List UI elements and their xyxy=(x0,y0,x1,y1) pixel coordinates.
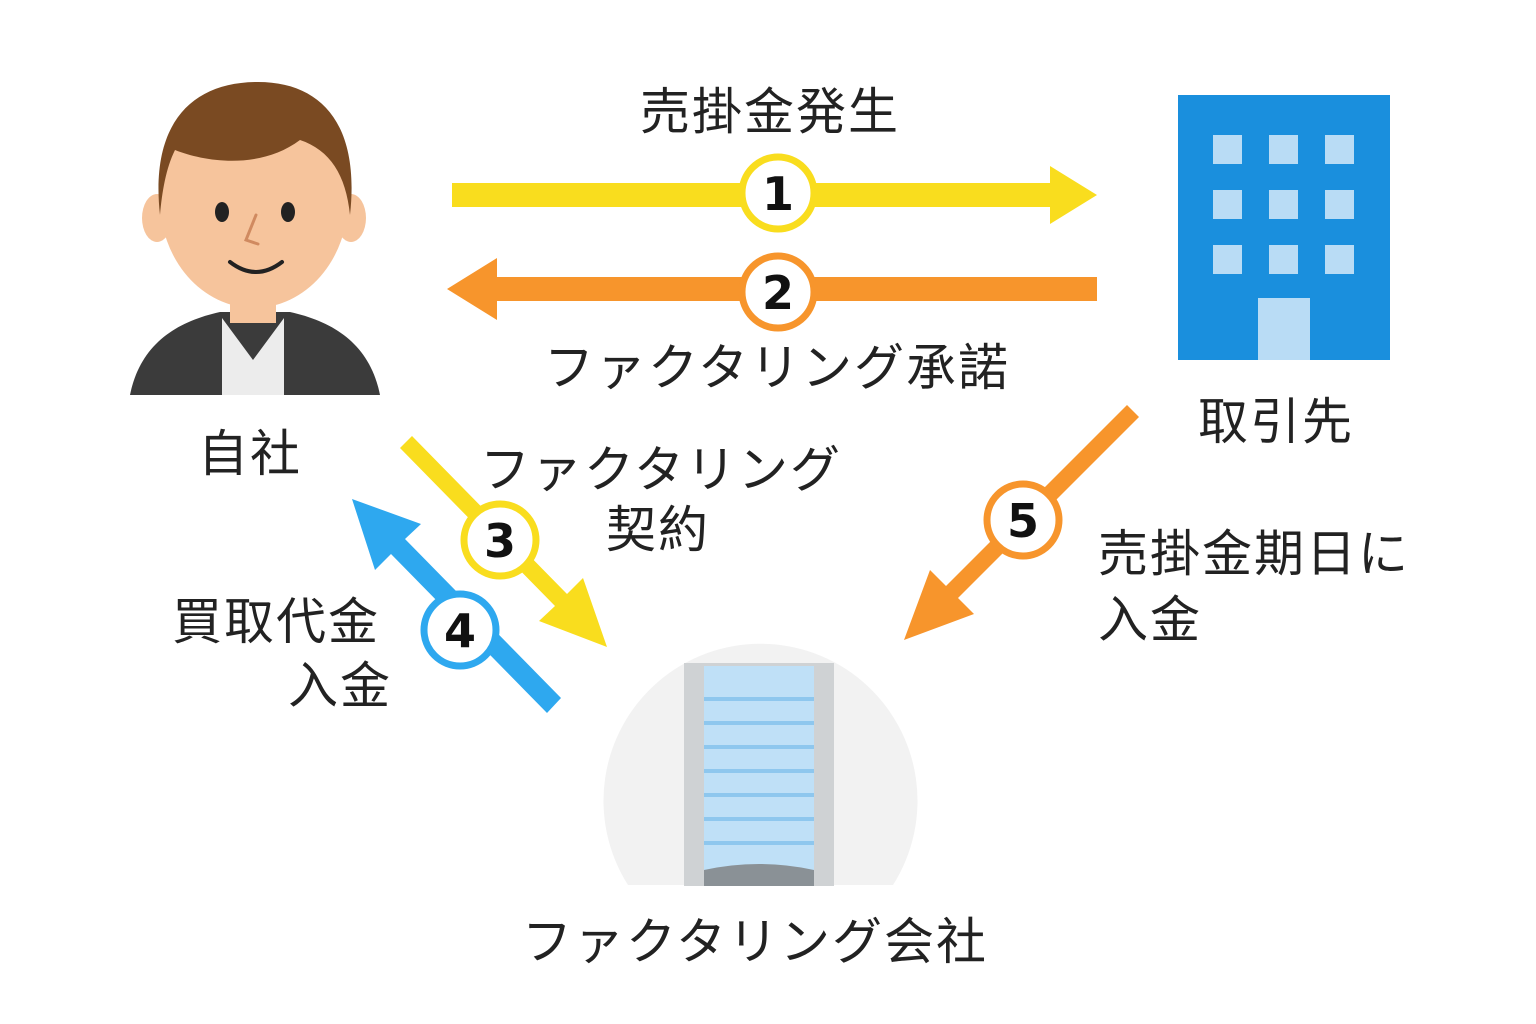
step-number-2: 2 xyxy=(762,266,794,320)
step-number-5: 5 xyxy=(1007,494,1039,548)
step-badge-4: 4 xyxy=(420,590,500,670)
step-3-label-line-2: 契約 xyxy=(606,501,710,559)
step-badge-1: 1 xyxy=(738,153,818,233)
step-5-label-line-1: 売掛金期日に xyxy=(1098,525,1410,583)
step-number-3: 3 xyxy=(484,514,516,568)
client-label: 取引先 xyxy=(1198,393,1354,451)
factoring-tower-icon xyxy=(603,643,918,886)
step-4-label-line-1: 買取代金 xyxy=(172,593,380,651)
office-building-icon xyxy=(1178,95,1390,360)
step-number-1: 1 xyxy=(762,167,794,221)
step-5-label-line-2: 入金 xyxy=(1098,591,1202,649)
step-badge-2: 2 xyxy=(738,252,818,332)
step-3-label-line-1: ファクタリング xyxy=(480,441,842,499)
person-icon xyxy=(130,82,380,395)
step-2-label: ファクタリング承諾 xyxy=(544,339,1010,397)
step-badge-5: 5 xyxy=(983,480,1063,560)
factor-label: ファクタリング会社 xyxy=(522,913,988,971)
step-badge-3: 3 xyxy=(460,500,540,580)
step-number-4: 4 xyxy=(444,604,476,658)
step-1-label: 売掛金発生 xyxy=(640,83,900,141)
step-4-label-line-2: 入金 xyxy=(288,657,392,715)
company-label: 自社 xyxy=(198,425,302,483)
